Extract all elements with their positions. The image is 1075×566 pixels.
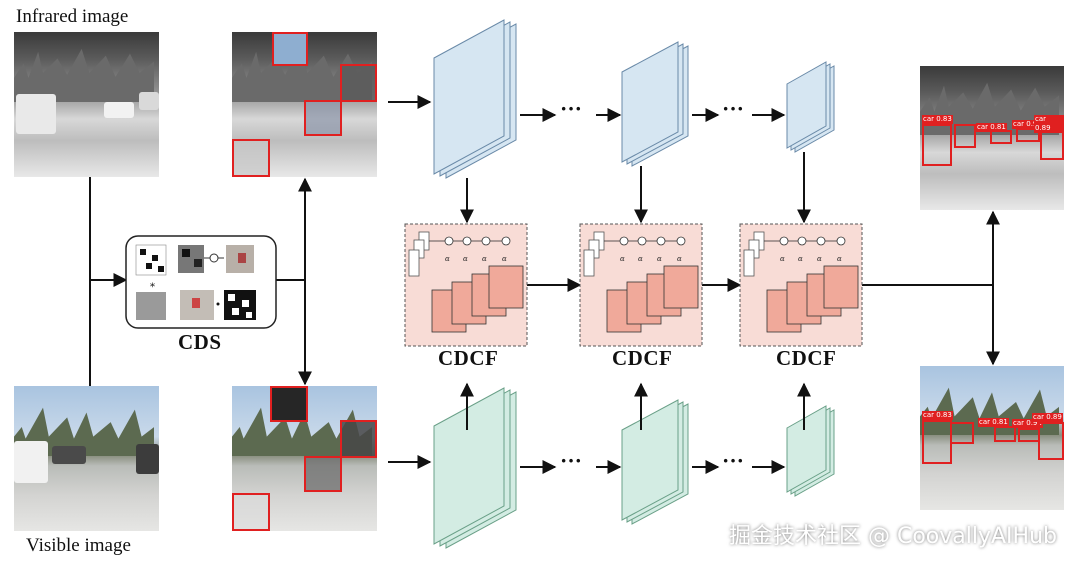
- mask-box: [340, 64, 377, 102]
- cdcf-module-3: α α α α: [739, 223, 863, 347]
- mask-box: [270, 386, 308, 422]
- mask-box: [272, 32, 308, 66]
- cdcf-module-2: α α α α: [579, 223, 703, 347]
- detection-box: [994, 426, 1016, 442]
- ellipsis: ···: [560, 448, 583, 473]
- ir-feature-layer-1: [433, 19, 517, 179]
- cdcf-label-3: CDCF: [776, 346, 837, 370]
- vis-masked-image: [232, 386, 377, 531]
- cdcf-label-1: CDCF: [438, 346, 499, 370]
- mask-box: [232, 493, 270, 531]
- detection-box: [922, 124, 952, 166]
- detection-label: car 0.91: [1012, 419, 1043, 428]
- vis-thumb: [180, 290, 214, 320]
- svg-text:α: α: [817, 255, 822, 263]
- vis-car: [52, 446, 86, 464]
- ir-car: [104, 102, 134, 118]
- vis-patch-thumb: [226, 245, 254, 273]
- vis-output-image: car 0.83 car 0.81 car 0.91 car 0.89: [920, 366, 1064, 510]
- cds-module: *: [125, 235, 277, 329]
- vis-feature-layer-2: [621, 399, 689, 525]
- ellipsis: ···: [560, 96, 583, 121]
- cdcf-label-2: CDCF: [612, 346, 673, 370]
- svg-text:α: α: [445, 255, 450, 263]
- infrared-input-image: [14, 32, 159, 177]
- ir-patch-thumb: [178, 245, 204, 273]
- detection-label: car 0.81: [978, 418, 1009, 427]
- visible-image-label: Visible image: [26, 535, 131, 556]
- ir-feature-layer-2: [621, 41, 689, 167]
- svg-text:*: *: [150, 282, 155, 293]
- infrared-image-label: Infrared image: [16, 6, 129, 27]
- vis-car: [136, 444, 159, 474]
- detection-label: car 0.83: [922, 411, 953, 420]
- watermark: 掘金技术社区 @ CoovallyAIHub: [728, 524, 1057, 549]
- ellipsis: ···: [722, 96, 745, 121]
- ir-feature-layer-3: [786, 61, 835, 153]
- ir-output-image: car 0.83 car 0.81 car 0.91 car 0.89: [920, 66, 1064, 210]
- svg-text:α: α: [657, 255, 662, 263]
- detection-label: car 0.91: [1012, 120, 1043, 129]
- svg-text:α: α: [482, 255, 487, 263]
- svg-text:α: α: [620, 255, 625, 263]
- svg-text:α: α: [837, 255, 842, 263]
- svg-text:α: α: [780, 255, 785, 263]
- random-mask-1: [135, 244, 167, 276]
- trees-silhouette: [14, 48, 155, 102]
- detection-box: [1018, 428, 1040, 442]
- vis-feature-layer-1: [433, 387, 517, 549]
- detection-box: [954, 124, 976, 148]
- vis-car: [14, 441, 48, 483]
- ellipsis: ···: [722, 448, 745, 473]
- detection-label: car 0.81: [976, 123, 1007, 132]
- visible-input-image: [14, 386, 159, 531]
- ir-thumb: [136, 292, 166, 320]
- detection-box: [990, 130, 1012, 144]
- mask-box: [232, 139, 270, 177]
- detection-box: [1038, 422, 1064, 460]
- detection-label: car 0.89: [1032, 413, 1063, 422]
- cdcf-module-1: α α α α: [404, 223, 528, 347]
- svg-text:α: α: [798, 255, 803, 263]
- palm-trees: [14, 407, 155, 456]
- swapped-patch: [272, 32, 308, 66]
- detection-box: [950, 422, 974, 444]
- random-mask-2: [224, 290, 256, 320]
- svg-text:α: α: [463, 255, 468, 263]
- detection-label: car 0.83: [922, 115, 953, 124]
- mix-node: [209, 253, 219, 263]
- svg-text:α: α: [502, 255, 507, 263]
- ir-car: [139, 92, 159, 110]
- svg-text:α: α: [677, 255, 682, 263]
- palm-trees: [232, 407, 373, 456]
- detection-box: [1016, 128, 1040, 142]
- detection-label: car 0.89: [1034, 115, 1064, 133]
- ir-car: [16, 94, 56, 134]
- detection-box: [922, 420, 952, 464]
- mask-box: [304, 100, 342, 136]
- cds-label: CDS: [178, 330, 222, 354]
- svg-text:α: α: [638, 255, 643, 263]
- mask-box: [340, 420, 377, 458]
- trees-silhouette: [232, 48, 373, 102]
- ir-masked-image: [232, 32, 377, 177]
- mask-box: [304, 456, 342, 492]
- vis-feature-layer-3: [786, 405, 835, 497]
